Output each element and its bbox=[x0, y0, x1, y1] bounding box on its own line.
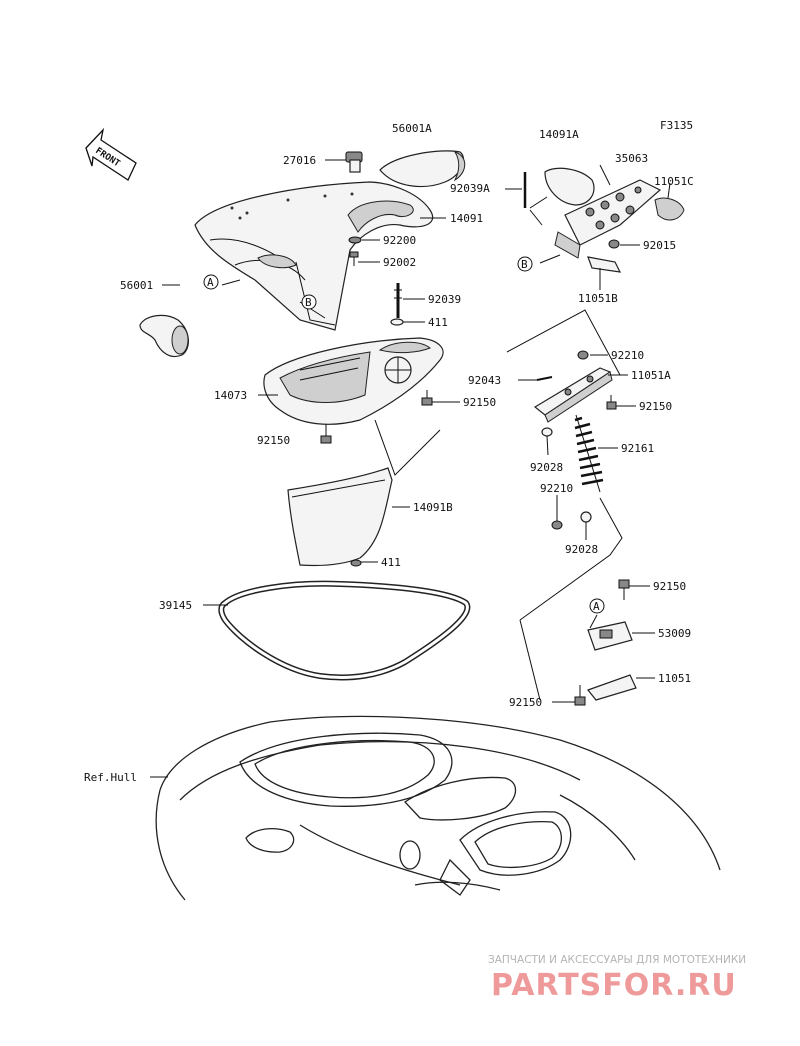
collar-92028-upper bbox=[541, 427, 553, 437]
callout-B-right: B bbox=[517, 256, 533, 272]
stopper-11051C bbox=[654, 197, 685, 221]
label-92150-latch: 92150 bbox=[653, 580, 686, 593]
washer-92200 bbox=[348, 236, 362, 244]
svg-text:B: B bbox=[521, 258, 528, 271]
label-14091A: 14091A bbox=[539, 128, 579, 141]
bracket-35063 bbox=[554, 179, 662, 259]
bolt-92039 bbox=[394, 283, 402, 318]
svg-text:A: A bbox=[593, 600, 600, 613]
hull-reference bbox=[155, 715, 721, 901]
label-92150-bin-right: 92150 bbox=[463, 396, 496, 409]
spring-92161 bbox=[574, 414, 604, 493]
label-411-upper: 411 bbox=[428, 316, 448, 329]
bolt-92150-bracket bbox=[606, 395, 617, 410]
label-11051A: 11051A bbox=[631, 369, 671, 382]
label-14073: 14073 bbox=[214, 389, 247, 402]
washer-92015 bbox=[608, 239, 620, 249]
storage-bin-14073 bbox=[263, 337, 444, 425]
callout-B-left: B bbox=[301, 294, 317, 310]
washer-411-lower bbox=[350, 559, 362, 567]
callout-A-right: A bbox=[589, 598, 605, 614]
label-53009: 53009 bbox=[658, 627, 691, 640]
label-92150-bracket: 92150 bbox=[639, 400, 672, 413]
label-92210-upper: 92210 bbox=[611, 349, 644, 362]
bolt-92150-bottom bbox=[574, 685, 586, 706]
label-92150-bin-left: 92150 bbox=[257, 434, 290, 447]
bolt-92150-bin-left bbox=[320, 424, 332, 444]
label-35063: 35063 bbox=[615, 152, 648, 165]
grip-56001A bbox=[379, 150, 466, 188]
label-92039: 92039 bbox=[428, 293, 461, 306]
label-92028-lower: 92028 bbox=[565, 543, 598, 556]
label-92028-upper: 92028 bbox=[530, 461, 563, 474]
label-56001A: 56001A bbox=[392, 122, 432, 135]
plate-11051B bbox=[587, 256, 622, 273]
watermark-tagline: ЗАПЧАСТИ И АКСЕССУАРЫ ДЛЯ МОТОТЕХНИКИ bbox=[488, 954, 746, 966]
label-56001: 56001 bbox=[120, 279, 153, 292]
label-14091: 14091 bbox=[450, 212, 483, 225]
label-27016: 27016 bbox=[283, 154, 316, 167]
label-92015: 92015 bbox=[643, 239, 676, 252]
front-arrow-icon: FRONT bbox=[85, 127, 137, 181]
washer-92210-lower bbox=[551, 520, 563, 530]
callout-A-left: A bbox=[203, 274, 219, 290]
pin-92043 bbox=[536, 376, 553, 381]
part-labels: 56001A 27016 14091 92200 92002 56001 920… bbox=[84, 122, 694, 784]
latch-53009 bbox=[587, 621, 633, 651]
knob-56001 bbox=[139, 314, 189, 358]
bracket-11051A bbox=[533, 367, 613, 423]
clip-27016 bbox=[345, 151, 363, 173]
washer-92210-upper bbox=[577, 350, 589, 360]
bolt-92002 bbox=[349, 251, 359, 266]
label-92039A: 92039A bbox=[450, 182, 490, 195]
label-92002: 92002 bbox=[383, 256, 416, 269]
label-92161: 92161 bbox=[621, 442, 654, 455]
leader-lines bbox=[150, 159, 671, 778]
label-92043: 92043 bbox=[468, 374, 501, 387]
label-411-lower: 411 bbox=[381, 556, 401, 569]
cover-14091B bbox=[287, 467, 393, 567]
seat-cover-14091 bbox=[194, 181, 434, 331]
label-11051B: 11051B bbox=[578, 292, 618, 305]
label-92210-lower: 92210 bbox=[540, 482, 573, 495]
plate-11051 bbox=[587, 674, 637, 701]
collar-92028-lower bbox=[580, 511, 592, 523]
bolt-92150-latch bbox=[618, 579, 630, 600]
bolt-92150-bin-right bbox=[421, 390, 433, 406]
label-11051C: 11051C bbox=[654, 175, 694, 188]
watermark-brand: PARTSFOR.RU bbox=[491, 968, 737, 1003]
label-14091B: 14091B bbox=[413, 501, 453, 514]
svg-text:A: A bbox=[207, 276, 214, 289]
label-39145: 39145 bbox=[159, 599, 192, 612]
label-ref-hull: Ref.Hull bbox=[84, 771, 137, 784]
label-11051: 11051 bbox=[658, 672, 691, 685]
figure-code: F3135 bbox=[660, 119, 693, 132]
label-92200: 92200 bbox=[383, 234, 416, 247]
gasket-39145 bbox=[218, 580, 471, 681]
washer-411 bbox=[390, 318, 404, 326]
watermark: ЗАПЧАСТИ И АКСЕССУАРЫ ДЛЯ МОТОТЕХНИКИ PA… bbox=[488, 954, 746, 1003]
label-92150-bottom: 92150 bbox=[509, 696, 542, 709]
svg-text:B: B bbox=[305, 296, 312, 309]
pad-14091A bbox=[544, 167, 595, 206]
